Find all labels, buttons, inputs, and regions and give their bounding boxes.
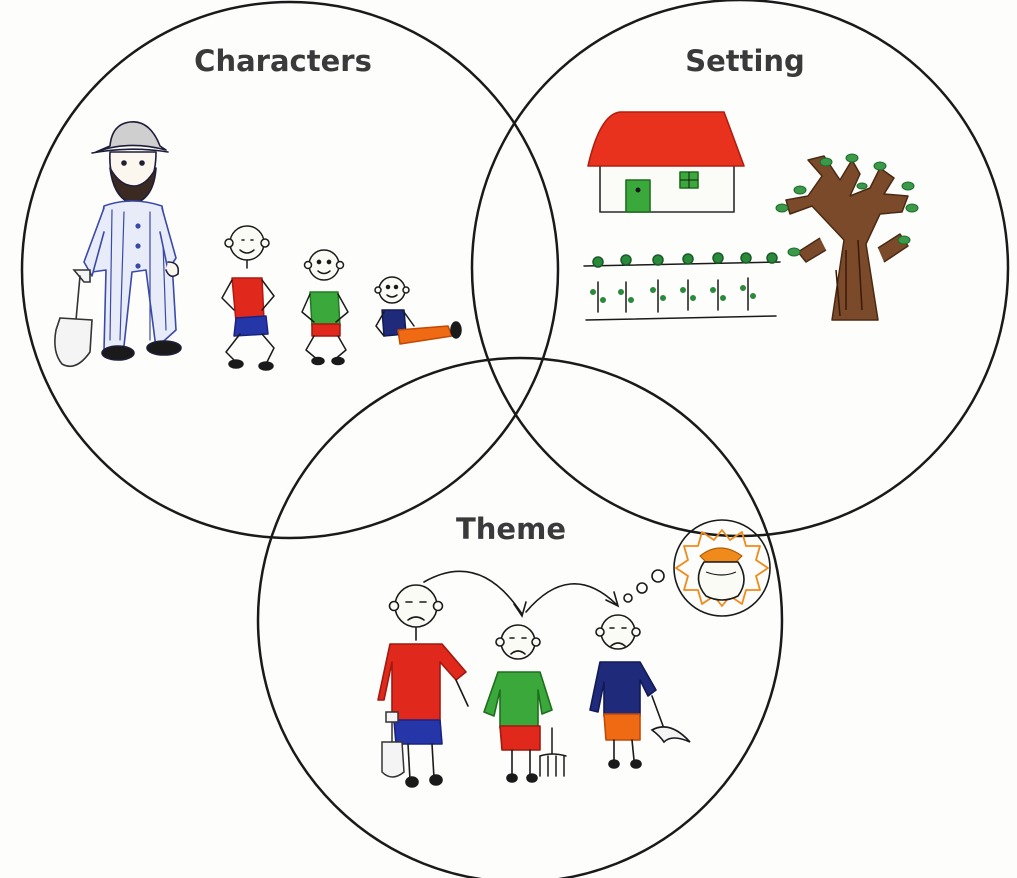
child-navy-shirt-sad bbox=[589, 614, 657, 769]
fork-icon bbox=[539, 727, 567, 777]
child-green-shirt bbox=[301, 249, 349, 366]
thought-bubble-icon bbox=[623, 519, 771, 617]
crop-row-icon bbox=[583, 252, 781, 321]
setting-circle bbox=[470, 0, 1010, 538]
pickaxe-icon bbox=[650, 695, 691, 744]
child-red-shirt bbox=[221, 225, 275, 371]
child-green-shirt-sad bbox=[483, 624, 553, 783]
spade-icon bbox=[54, 269, 93, 368]
theme-circle bbox=[256, 356, 784, 878]
setting-label: Setting bbox=[685, 44, 805, 78]
house-icon bbox=[587, 111, 745, 213]
curved-arrow-icon bbox=[423, 570, 620, 618]
tree-icon bbox=[775, 153, 919, 321]
characters-label: Characters bbox=[194, 44, 372, 78]
characters-circle bbox=[20, 0, 560, 540]
child-lying-down bbox=[374, 276, 462, 345]
child-red-shirt-sad bbox=[377, 584, 469, 788]
farmer-figure bbox=[83, 121, 182, 361]
theme-label: Theme bbox=[456, 512, 566, 546]
spade-icon bbox=[381, 711, 405, 778]
treasure-pot-icon bbox=[675, 529, 769, 607]
